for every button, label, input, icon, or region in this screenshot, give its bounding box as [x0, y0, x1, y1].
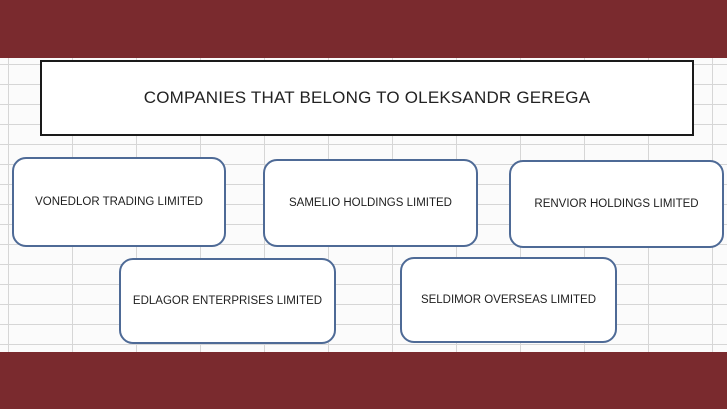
company-label: SELDIMOR OVERSEAS LIMITED: [420, 294, 597, 306]
company-box-seldimor: SELDIMOR OVERSEAS LIMITED: [400, 257, 617, 343]
company-box-samelio: SAMELIO HOLDINGS LIMITED: [263, 159, 478, 247]
company-label: SAMELIO HOLDINGS LIMITED: [289, 197, 452, 209]
company-label: EDLAGOR ENTERPRISES LIMITED: [132, 295, 323, 307]
company-label: VONEDLOR TRADING LIMITED: [35, 196, 203, 208]
diagram-title: COMPANIES THAT BELONG TO OLEKSANDR GEREG…: [143, 88, 591, 107]
diagram-canvas: COMPANIES THAT BELONG TO OLEKSANDR GEREG…: [0, 58, 727, 352]
company-box-renvior: RENVIOR HOLDINGS LIMITED: [509, 160, 724, 248]
bottom-band: [0, 352, 727, 409]
title-box: COMPANIES THAT BELONG TO OLEKSANDR GEREG…: [40, 60, 694, 136]
top-band: [0, 0, 727, 58]
company-box-edlagor: EDLAGOR ENTERPRISES LIMITED: [119, 258, 336, 344]
company-box-vonedlor: VONEDLOR TRADING LIMITED: [12, 157, 226, 247]
company-label: RENVIOR HOLDINGS LIMITED: [534, 198, 699, 210]
